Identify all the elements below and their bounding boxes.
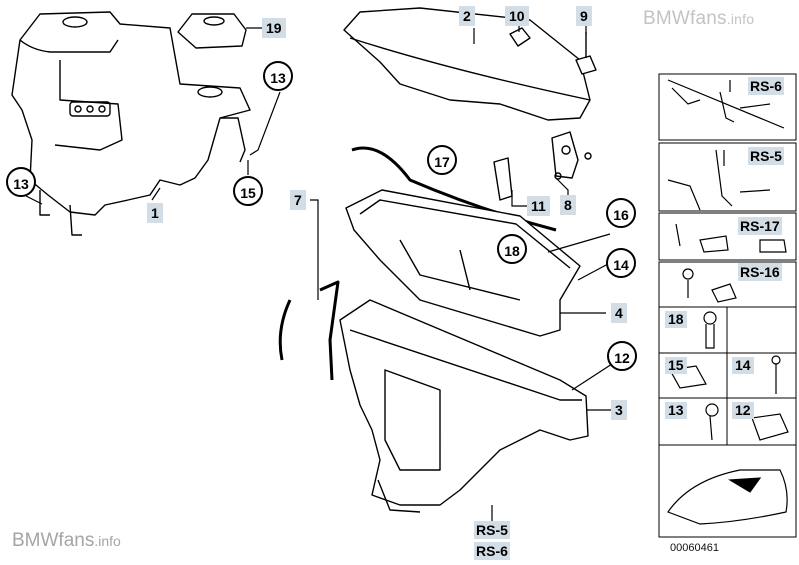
- callout-4[interactable]: 4: [611, 303, 627, 323]
- callout-1[interactable]: 1: [147, 203, 163, 223]
- callout-7[interactable]: 7: [290, 190, 306, 210]
- callout-8[interactable]: 8: [560, 195, 576, 215]
- catalog-number: 00060461: [670, 542, 719, 554]
- sidebar-box-rs6: [658, 73, 797, 141]
- part-19-cover: [177, 13, 247, 49]
- sidebar-car-icon: [667, 469, 788, 525]
- callout-rs6[interactable]: RS-6: [474, 542, 510, 560]
- callout-10[interactable]: 10: [505, 6, 529, 26]
- part-11-latch: [493, 157, 513, 201]
- callout-19[interactable]: 19: [262, 18, 286, 38]
- watermark-top: BMWfans.info: [643, 8, 755, 29]
- callout-13-upper[interactable]: 13: [263, 61, 293, 91]
- part-8-hinge: [551, 131, 592, 180]
- sidebar-label-14[interactable]: 14: [732, 357, 754, 374]
- callout-11[interactable]: 11: [527, 196, 550, 216]
- callout-15[interactable]: 15: [233, 176, 263, 206]
- watermark-bottom: BMWfans.info: [12, 530, 121, 551]
- callout-18[interactable]: 18: [497, 234, 527, 264]
- sidebar-label-rs16[interactable]: RS-16: [738, 263, 782, 281]
- sidebar-label-15[interactable]: 15: [665, 357, 687, 374]
- sidebar-box-rs5: [658, 142, 797, 212]
- sidebar-car-box: [658, 444, 797, 538]
- sidebar-label-13[interactable]: 13: [665, 402, 687, 419]
- callout-16[interactable]: 16: [606, 198, 636, 228]
- callout-2[interactable]: 2: [459, 6, 475, 26]
- callout-rs5[interactable]: RS-5: [474, 521, 510, 539]
- part-3-lower-housing: [339, 299, 589, 513]
- callout-9[interactable]: 9: [576, 6, 592, 26]
- sidebar-label-rs6[interactable]: RS-6: [748, 77, 784, 95]
- sidebar-label-rs17[interactable]: RS-17: [738, 217, 782, 235]
- callout-14[interactable]: 14: [606, 248, 636, 278]
- callout-13-left[interactable]: 13: [6, 167, 36, 197]
- part-10-clip: [509, 27, 531, 47]
- part-17-tray: [345, 189, 581, 337]
- callout-3[interactable]: 3: [611, 400, 627, 420]
- sidebar-label-12[interactable]: 12: [732, 402, 754, 419]
- callout-12[interactable]: 12: [607, 341, 637, 371]
- sidebar-cell-blank: [726, 306, 797, 354]
- sidebar-label-rs5[interactable]: RS-5: [748, 147, 784, 165]
- sidebar-label-18[interactable]: 18: [665, 311, 687, 328]
- callout-17[interactable]: 17: [427, 145, 457, 175]
- sidebar-box-rs17: [658, 212, 797, 261]
